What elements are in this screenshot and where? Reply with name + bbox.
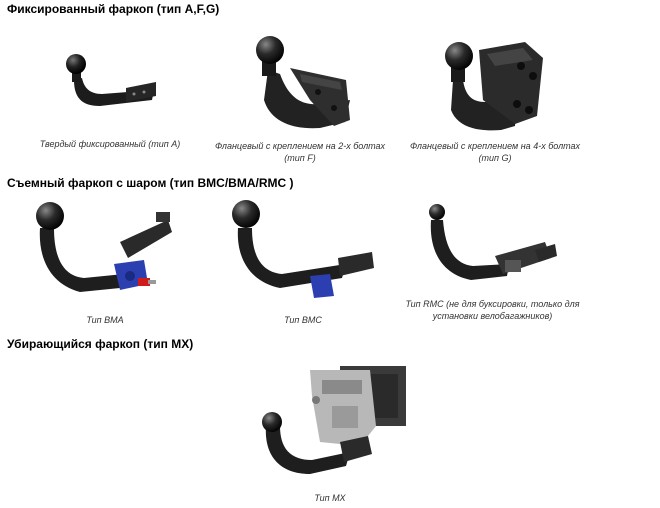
removable-bma-towbar-icon	[36, 202, 172, 292]
caption-type-g-line1: Фланцевый с креплением на 4-х болтах	[409, 141, 581, 151]
towbar-type-f: Фланцевый с креплением на 2-х болтах (ти…	[210, 30, 390, 165]
towbar-type-a: Твердый фиксированный (тип A)	[30, 40, 190, 150]
caption-type-bmc: Тип BMC	[284, 315, 322, 325]
section-heading-fixed: Фиксированный фаркоп (тип A,F,G)	[7, 2, 220, 16]
caption-type-rmc-line2: установки велобагажников)	[432, 311, 553, 321]
towbar-type-bmc: Тип BMC	[218, 198, 388, 328]
towbar-type-rmc: Тип RMC (не для буксировки, только для у…	[395, 200, 595, 330]
section-heading-removable: Съемный фаркоп с шаром (тип BMC/BMA/RMC …	[7, 176, 294, 190]
flange-4-bolt-towbar-icon	[445, 42, 543, 131]
retractable-mx-towbar-icon	[262, 366, 406, 474]
caption-type-rmc: Тип RMC (не для буксировки, только для у…	[395, 298, 590, 322]
towbar-type-mx: Тип MX	[240, 356, 420, 506]
caption-type-f: Фланцевый с креплением на 2-х болтах (ти…	[200, 140, 400, 164]
towbar-type-bma: Тип BMA	[20, 198, 190, 328]
removable-rmc-towbar-icon	[429, 204, 557, 280]
caption-type-rmc-line1: Тип RMC (не для буксировки, только для	[405, 299, 580, 309]
caption-type-f-line2: (тип F)	[284, 153, 316, 163]
section-heading-retractable: Убирающийся фаркоп (тип MX)	[7, 337, 194, 351]
towbar-type-g: Фланцевый с креплением на 4-х болтах (ти…	[405, 30, 585, 165]
caption-type-f-line1: Фланцевый с креплением на 2-х болтах	[214, 141, 386, 151]
removable-bmc-towbar-icon	[232, 200, 374, 298]
caption-type-g-line2: (тип G)	[478, 153, 512, 163]
caption-type-a: Твердый фиксированный (тип A)	[39, 139, 181, 149]
caption-type-mx: Тип MX	[314, 493, 346, 503]
caption-type-g: Фланцевый с креплением на 4-х болтах (ти…	[395, 140, 595, 164]
fixed-towbar-icon	[66, 54, 156, 106]
flange-2-bolt-towbar-icon	[256, 36, 350, 129]
caption-type-bma: Тип BMA	[86, 315, 124, 325]
